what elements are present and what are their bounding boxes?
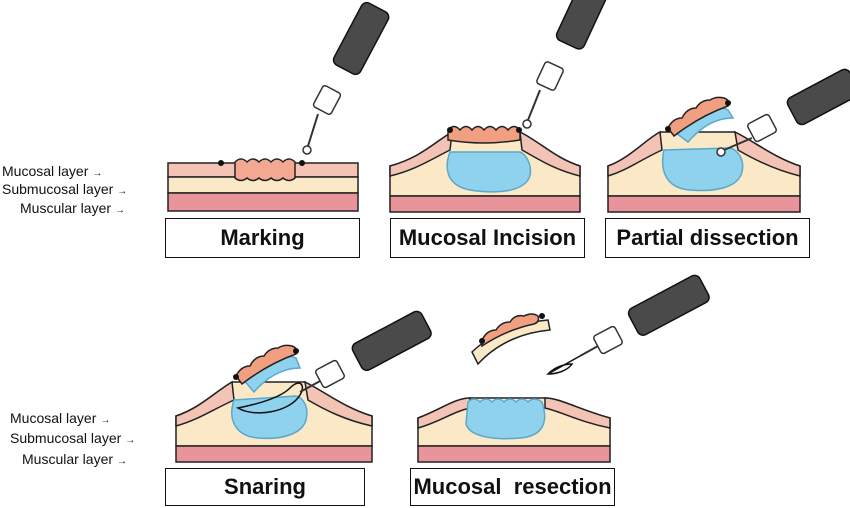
muscular-layer bbox=[417, 445, 611, 463]
lesion bbox=[447, 125, 521, 144]
snare-device bbox=[579, 274, 710, 357]
caption-snaring: Snaring bbox=[165, 468, 365, 506]
resection-bed bbox=[465, 398, 546, 440]
lesion bbox=[667, 96, 730, 138]
mucosal-layer bbox=[389, 130, 453, 177]
snare-loop bbox=[546, 355, 581, 375]
resected-specimen bbox=[471, 313, 551, 366]
lesion bbox=[481, 313, 540, 348]
fluid-cushion bbox=[446, 151, 532, 193]
panel-partial-dissection bbox=[607, 68, 850, 213]
caption-partial-dissection: Partial dissection bbox=[605, 218, 810, 258]
panel-snaring bbox=[175, 310, 432, 463]
endoscopic-knife bbox=[716, 68, 850, 157]
endoscopic-knife bbox=[302, 1, 390, 155]
caption-mucosal-incision: Mucosal Incision bbox=[390, 218, 585, 258]
lesion bbox=[234, 158, 296, 182]
label-muscular-layer-top: Muscular layer→ bbox=[20, 200, 126, 216]
label-mucosal-layer-bottom: Mucosal layer→ bbox=[10, 410, 111, 426]
label-mucosal-layer-top: Mucosal layer→ bbox=[2, 163, 103, 179]
fluid-cushion bbox=[661, 147, 744, 192]
muscular-layer bbox=[175, 445, 373, 463]
marking-dot bbox=[218, 160, 224, 166]
snare-loop bbox=[235, 382, 304, 414]
label-submucosal-layer-bottom: Submucosal layer→ bbox=[10, 430, 136, 446]
panel-marking bbox=[167, 1, 390, 212]
mucosal-layer bbox=[519, 130, 581, 177]
fluid-cushion bbox=[231, 395, 308, 440]
caption-mucosal-resection: Mucosal resection bbox=[410, 468, 615, 506]
lesion bbox=[235, 344, 298, 386]
muscular-layer bbox=[607, 195, 801, 213]
muscular-layer bbox=[167, 192, 359, 212]
label-muscular-layer-bottom: Muscular layer→ bbox=[22, 451, 128, 467]
endoscopic-knife bbox=[522, 0, 608, 129]
snare-device bbox=[315, 310, 432, 389]
panel-mucosal-incision bbox=[389, 0, 608, 213]
caption-marking: Marking bbox=[165, 218, 360, 258]
muscular-layer bbox=[389, 195, 581, 213]
panel-mucosal-resection bbox=[417, 274, 710, 463]
marking-dot bbox=[299, 160, 305, 166]
label-submucosal-layer-top: Submucosal layer→ bbox=[2, 181, 128, 197]
